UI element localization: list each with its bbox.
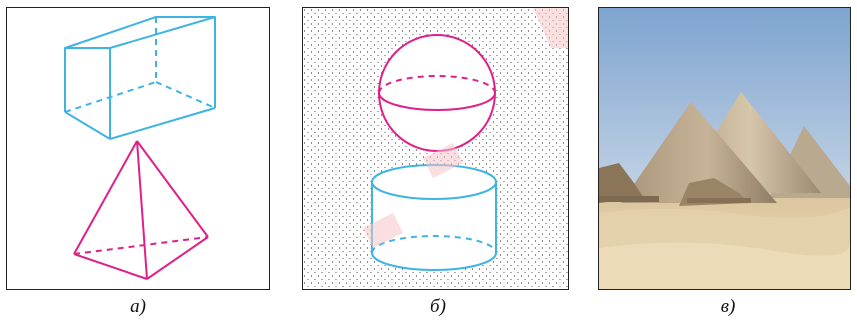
panel-wireframes-box-pyramid	[6, 7, 270, 290]
box-pyramid-drawing	[64, 16, 216, 280]
watermark-marks	[363, 8, 568, 248]
small-stepped-pyramids	[599, 163, 751, 206]
pyramids-photo	[599, 8, 850, 289]
pyramid	[73, 140, 209, 280]
caption-a: а)	[130, 296, 146, 317]
caption-b: б)	[430, 296, 446, 317]
cylinder	[371, 164, 497, 271]
panel-pyramids-photo	[598, 7, 851, 290]
caption-c: в)	[720, 296, 736, 317]
sphere	[378, 34, 496, 152]
rectangular-box	[64, 16, 216, 140]
panel-sphere-cylinder	[302, 7, 569, 290]
sphere-cylinder-drawing	[303, 8, 568, 289]
pyramid-large	[621, 102, 777, 203]
